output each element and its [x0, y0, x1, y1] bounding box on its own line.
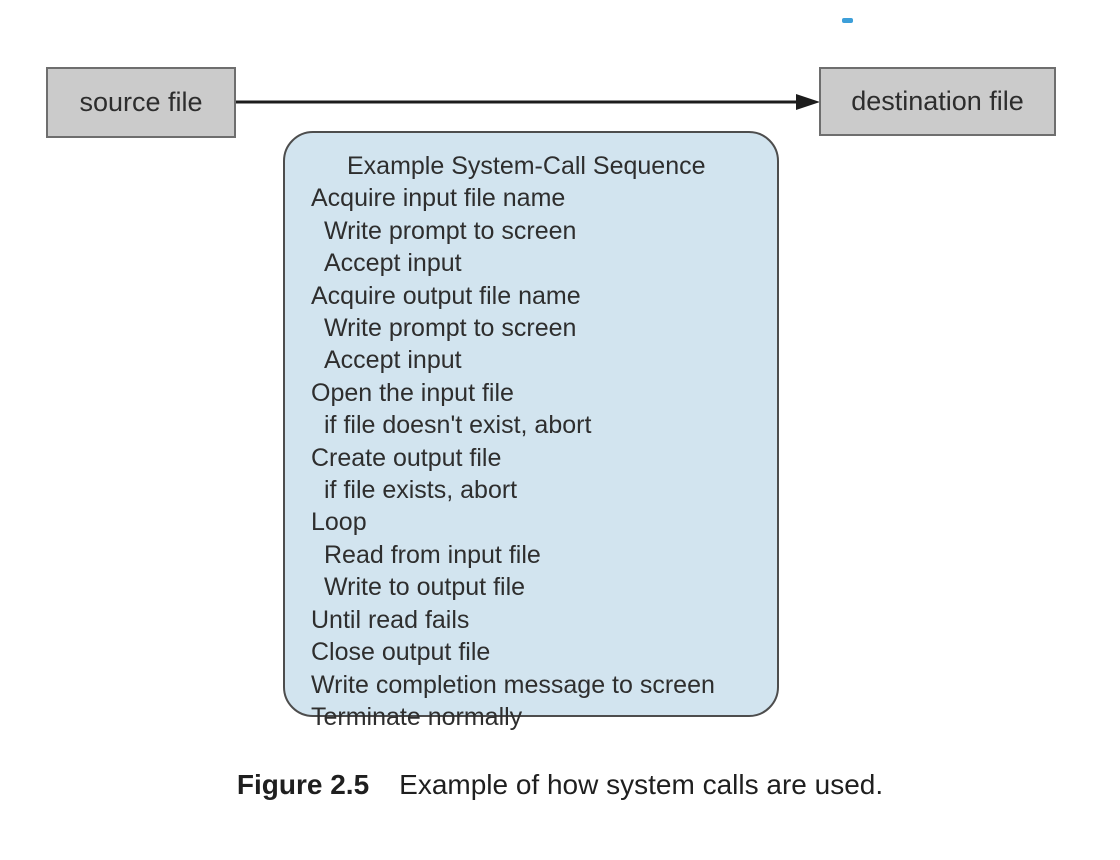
system-call-sequence-panel: Example System-Call Sequence Acquire inp…	[283, 131, 779, 731]
figure-caption-number: Figure 2.5	[236, 769, 370, 800]
syscall-step: Terminate normally	[311, 702, 523, 731]
syscall-step: Read from input file	[324, 540, 541, 569]
syscall-step: if file exists, abort	[324, 476, 518, 505]
syscall-step: Write completion message to screen	[311, 670, 715, 699]
syscall-step: if file doesn't exist, abort	[324, 411, 592, 440]
blue-dash-mark	[842, 18, 853, 23]
syscall-step: Open the input file	[311, 378, 514, 407]
figure-caption: Figure 2.5 Example of how system calls ar…	[0, 769, 1120, 801]
syscall-step: Close output file	[311, 638, 491, 667]
syscall-step: Acquire input file name	[311, 184, 566, 213]
syscall-step: Write to output file	[324, 573, 526, 602]
figure-caption-text: Example of how system calls are used.	[399, 769, 884, 800]
destination-file-label: destination file	[851, 86, 1024, 116]
syscall-step: Acquire output file name	[311, 281, 581, 310]
system-call-sequence-title: Example System-Call Sequence	[347, 152, 706, 180]
source-file-label: source file	[79, 87, 203, 117]
syscall-step: Accept input	[324, 346, 462, 375]
syscall-step: Create output file	[311, 443, 502, 472]
syscall-step: Until read fails	[311, 605, 470, 634]
syscall-step: Accept input	[324, 249, 462, 278]
source-to-destination-arrow	[236, 94, 820, 110]
destination-file-box: destination file	[819, 67, 1056, 136]
arrow-head-icon	[796, 94, 820, 110]
syscall-step: Write prompt to screen	[324, 216, 577, 245]
syscall-step: Loop	[311, 508, 367, 537]
source-file-box: source file	[46, 67, 236, 138]
syscall-step: Write prompt to screen	[324, 314, 577, 343]
